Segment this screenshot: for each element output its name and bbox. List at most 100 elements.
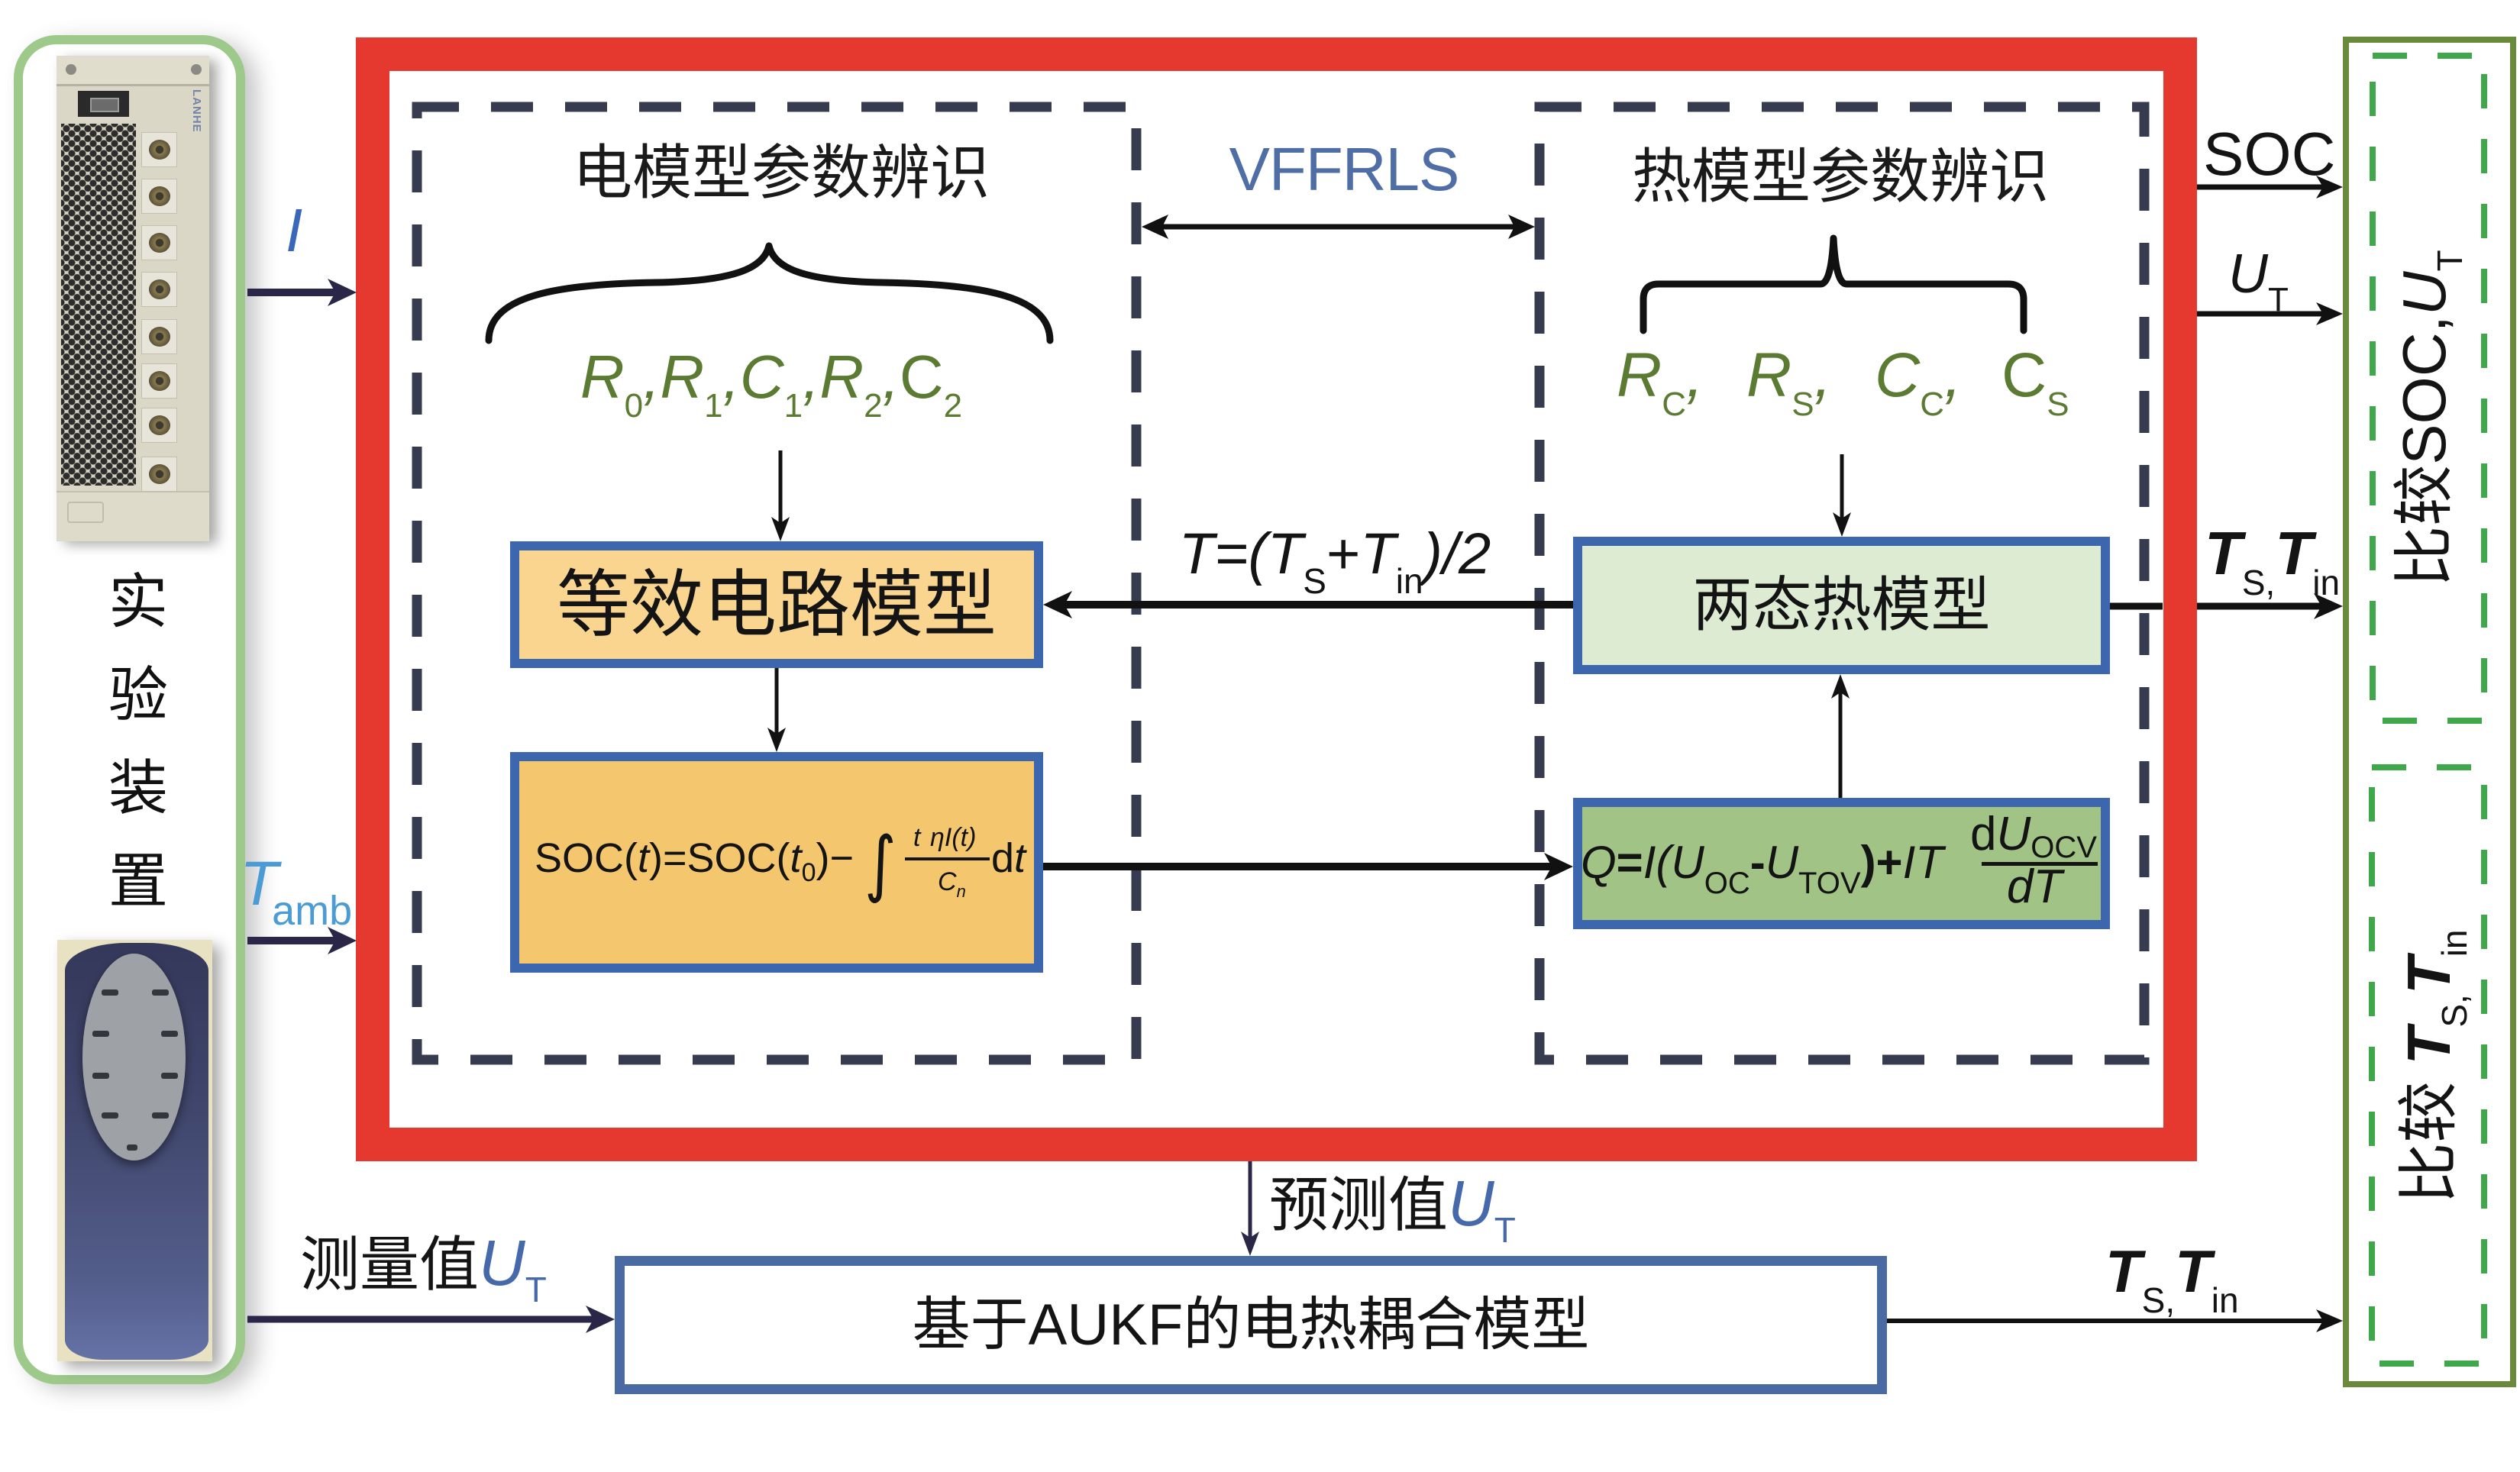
param-subscript: C xyxy=(1662,386,1686,423)
eq-subscript: T xyxy=(2430,250,2470,272)
screw-icon xyxy=(191,64,202,75)
param-subscript: S xyxy=(2047,386,2069,423)
param-separator: , xyxy=(1814,341,1832,410)
connector-plug-icon xyxy=(149,233,170,253)
equivalent-circuit-model-label: 等效电路模型 xyxy=(557,562,997,647)
fraction-bar xyxy=(905,857,990,860)
param-symbol: C xyxy=(739,343,784,411)
power-switch-icon xyxy=(78,91,129,117)
eq-symbol: T xyxy=(1267,521,1304,586)
thermal-parameter-rs: RS, xyxy=(1746,344,1831,421)
eq-symbol: T xyxy=(2033,860,2063,913)
eq-symbol: T xyxy=(2395,957,2463,995)
arrow-measured-voltage xyxy=(247,1306,615,1333)
eq-symbol: T xyxy=(2105,1238,2142,1305)
rack-top-strip xyxy=(57,56,209,86)
eq-subscript: OCV xyxy=(2031,831,2097,864)
eq-text: d xyxy=(991,835,1015,881)
switch-rocker xyxy=(90,98,119,112)
ambient-temperature-subscript: amb xyxy=(272,888,353,934)
eq-symbol: U xyxy=(1765,837,1799,888)
setup-label-char: 验 xyxy=(108,661,168,730)
eq-operator: - xyxy=(1749,837,1766,888)
screw-icon xyxy=(66,64,76,75)
predicted-voltage-subscript: T xyxy=(1494,1210,1516,1250)
integral-sign: ∫ xyxy=(864,821,897,905)
vent-grille xyxy=(61,124,136,486)
eq-text: SOC( xyxy=(535,835,638,881)
sensor-dot xyxy=(102,1112,118,1119)
param-symbol: R xyxy=(580,343,625,411)
eq-symbol: I xyxy=(1643,837,1656,888)
connector-plug-icon xyxy=(149,371,170,391)
param-separator: , xyxy=(1944,341,1962,410)
eq-operator: )+ xyxy=(1860,837,1903,888)
measured-voltage-subscript: T xyxy=(525,1270,547,1309)
param-symbol: C xyxy=(2001,341,2047,410)
chamber-lid xyxy=(82,954,186,1160)
connector-port xyxy=(141,408,177,443)
two-state-thermal-model-label: 两态热模型 xyxy=(1692,571,1991,640)
equivalent-circuit-model-box: 等效电路模型 xyxy=(510,541,1043,668)
thermal-parameter-rc: RC, xyxy=(1617,344,1704,421)
connector-port xyxy=(141,457,177,492)
eq-symbol: T xyxy=(2175,1238,2211,1305)
eq-symbol: Q xyxy=(1581,837,1617,888)
param-separator: , xyxy=(1686,341,1704,410)
soc-equation-lhs: SOC(t)=SOC(t0)− xyxy=(535,838,854,886)
fraction-bar xyxy=(1982,862,2098,866)
eq-symbol: t xyxy=(638,835,650,881)
sensor-dot xyxy=(92,1031,109,1037)
connector-port xyxy=(141,132,177,167)
eq-subscript: in xyxy=(2211,1280,2239,1320)
param-separator: , xyxy=(643,343,661,411)
compare-prefix: 比较 xyxy=(2393,1081,2464,1204)
eq-symbol: U xyxy=(2228,244,2268,305)
compare-text: SOC, xyxy=(2390,315,2458,465)
aukf-temperature-output-label: TS,Tin xyxy=(2105,1241,2239,1318)
eq-subscript: T xyxy=(2268,281,2289,318)
eq-symbol: T xyxy=(2275,519,2313,587)
sensor-dot xyxy=(152,1112,169,1119)
eq-symbol: T xyxy=(2205,519,2242,587)
eq-operator: )− xyxy=(816,835,855,881)
connector-plug-icon xyxy=(149,327,170,347)
setup-label-char: 实 xyxy=(108,568,168,637)
param-symbol: R xyxy=(819,343,864,411)
param-symbol: C xyxy=(899,343,944,411)
connector-port xyxy=(141,319,177,354)
connector-port xyxy=(141,363,177,399)
connector-port xyxy=(141,225,177,260)
eq-symbol: T xyxy=(1178,521,1215,586)
experiment-setup-label: 实 验 装 置 xyxy=(100,556,176,928)
measured-voltage-prefix: 测量值 xyxy=(300,1231,480,1299)
electrical-parameter-list: R0,R1,C1,R2,C2 xyxy=(580,347,962,423)
fraction-denominator: Cn xyxy=(938,869,966,900)
connector-plug-icon xyxy=(149,140,170,160)
eq-subscript: OC xyxy=(1704,867,1750,900)
ambient-temperature-symbol: T xyxy=(240,849,279,918)
differential-dt: dt xyxy=(991,838,1026,879)
eq-operator: + xyxy=(1326,521,1361,586)
eq-symbol: T xyxy=(2395,1027,2463,1065)
current-label: I xyxy=(286,196,303,264)
eq-text: d xyxy=(1970,808,1997,860)
temperature-output-label: TS,Tin xyxy=(2205,523,2340,601)
eq-text: )=SOC( xyxy=(649,835,790,881)
sensor-dot xyxy=(161,1073,178,1079)
eq-symbol: t xyxy=(790,835,802,881)
arrow-current-input xyxy=(247,279,357,306)
connector-port xyxy=(141,272,177,307)
param-symbol: C xyxy=(1875,341,1921,410)
arrow-predicted-voltage xyxy=(1241,1161,1259,1256)
temperature-coupling-equation: T=(TS+Tin)/2 xyxy=(1179,525,1491,599)
compare-temperature-label: 比较TS,Tin xyxy=(2393,929,2474,1203)
param-subscript: S xyxy=(1791,386,1814,423)
connector-plug-icon xyxy=(149,279,170,299)
two-state-thermal-model-box: 两态热模型 xyxy=(1573,537,2110,674)
electrical-identification-title: 电模型参数辨识 xyxy=(572,139,990,208)
thermal-identification-title: 热模型参数辨识 xyxy=(1631,143,2050,211)
thermal-parameter-cc: CC, xyxy=(1875,344,1962,421)
eq-subscript: TOV xyxy=(1798,867,1861,900)
measured-voltage-symbol: U xyxy=(479,1227,525,1299)
